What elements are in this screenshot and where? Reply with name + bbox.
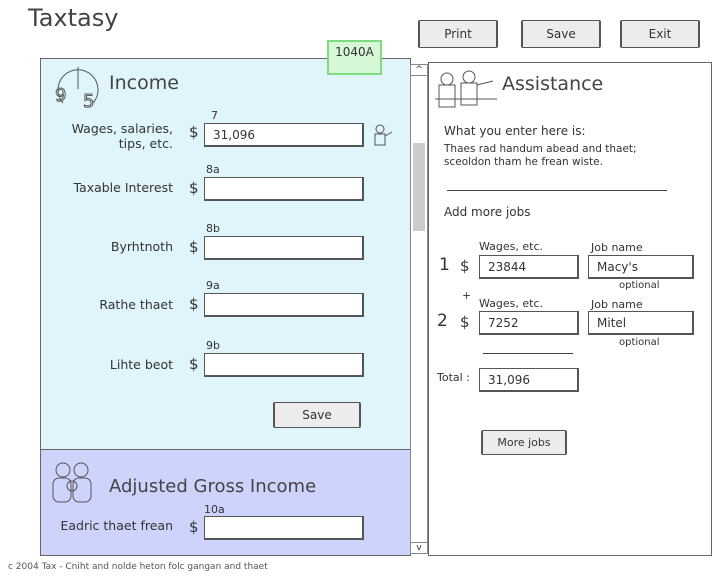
lihte-beot-input[interactable] [204,353,364,377]
dollar-sign: $ [189,238,199,256]
dollar-sign: $ [189,518,199,536]
assistance-intro: What you enter here is: [444,124,586,138]
agi-heading: Adjusted Gross Income [109,476,317,497]
rathe-thaet-input[interactable] [204,293,364,317]
svg-text:5: 5 [83,91,94,109]
job-index: 2 [437,311,448,331]
job-name-label: Job name [591,241,643,254]
scroll-down-icon[interactable]: v [411,542,427,553]
lihte-beot-label: Lihte beot [109,357,173,372]
divider [447,190,667,191]
optional-note: optional [619,280,660,291]
dollar-sign: $ [460,313,470,331]
form-tab-1040a[interactable]: 1040A [327,40,382,75]
print-button[interactable]: Print [418,20,498,48]
assistance-body: Thaes rad handum abead and thaet; sceold… [444,143,637,168]
dollar-sign: $ [189,355,199,373]
plus-sign: + [462,289,472,302]
income-heading: Income [109,72,179,94]
dollar-sign: $ [189,179,199,197]
family-icon [52,462,92,503]
line-number: 9a [206,279,220,292]
job2-wages-input[interactable]: 7252 [479,311,579,335]
assistance-panel: Assistance What you enter here is: Thaes… [428,62,712,556]
agi-section: Adjusted Gross Income 10a Eadric thaet f… [41,449,410,555]
eadric-label: Eadric thaet frean [60,518,173,533]
line-number: 10a [204,503,225,516]
line-number: 8a [206,163,220,176]
save-button[interactable]: Save [521,20,601,48]
scroll-up-icon[interactable]: ^ [411,65,427,76]
total-input[interactable]: 31,096 [479,368,579,392]
income-save-button[interactable]: Save [273,402,361,428]
sum-divider [483,353,573,354]
line-number: 9b [206,339,220,352]
dollar-sign: $ [189,123,199,141]
add-jobs-heading: Add more jobs [444,205,531,219]
byrhtnoth-label: Byrhtnoth [110,239,173,254]
eadric-input[interactable] [204,516,364,540]
job1-wages-input[interactable]: 23844 [479,255,579,279]
wages-label: Wages, salaries, tips, etc. [71,121,173,151]
wages-label: Wages, etc. [479,297,544,310]
vertical-scrollbar[interactable]: ^ v [410,64,428,554]
job-name-label: Job name [591,298,643,311]
more-jobs-button[interactable]: More jobs [481,430,567,455]
footer-copyright: c 2004 Tax - Cniht and nolde heton folc … [8,562,268,572]
scroll-thumb[interactable] [413,143,425,231]
app-title: Taxtasy [28,4,119,32]
dollar-sign: $ [189,295,199,313]
job1-name-input[interactable]: Macy's [588,255,694,279]
assistance-heading: Assistance [502,73,604,95]
total-label: Total : [437,371,470,384]
wages-input[interactable]: 31,096 [204,123,364,147]
line-number: 8b [206,222,220,235]
optional-note: optional [619,337,660,348]
dollar-sign: $ [460,257,470,275]
exit-button[interactable]: Exit [620,20,700,48]
taxable-interest-label: Taxable Interest [73,180,173,195]
line-number: 7 [211,109,218,122]
job2-name-input[interactable]: Mitel [588,311,694,335]
assistance-people-icon [435,70,497,108]
svg-text:9: 9 [55,85,66,106]
assistant-person-icon[interactable] [371,123,393,147]
taxable-interest-input[interactable] [204,177,364,201]
wages-label: Wages, etc. [479,240,544,253]
byrhtnoth-input[interactable] [204,236,364,260]
job-index: 1 [439,255,450,275]
rathe-thaet-label: Rathe thaet [99,297,173,312]
